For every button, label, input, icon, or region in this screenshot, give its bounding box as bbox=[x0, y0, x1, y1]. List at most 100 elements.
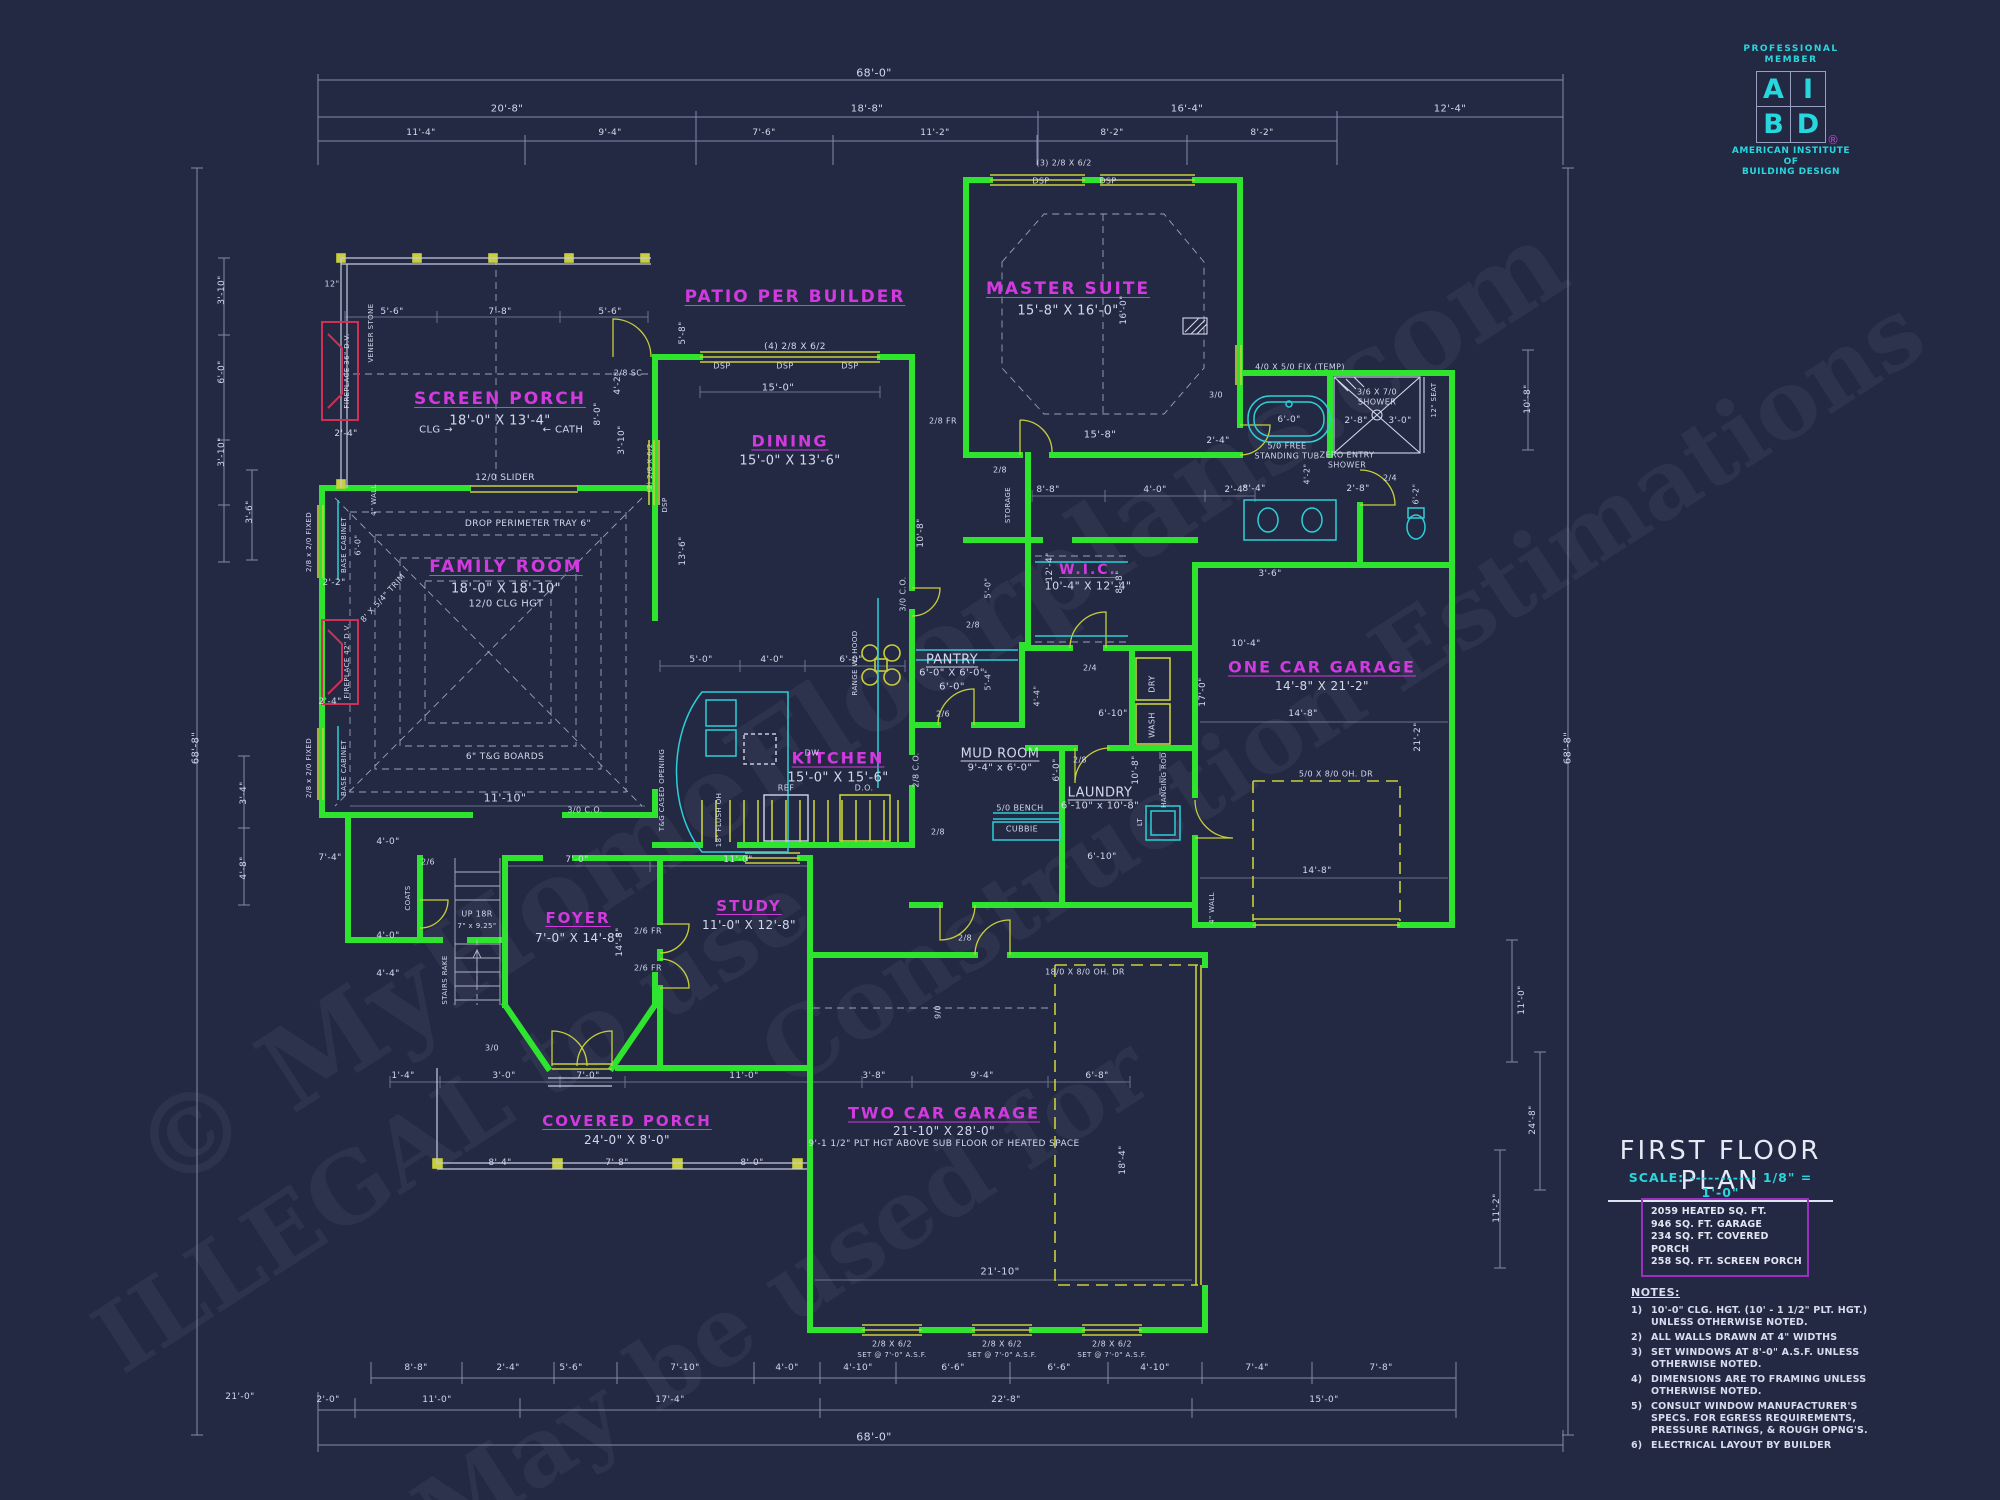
plan-label: 1'-4" bbox=[391, 1071, 415, 1081]
plan-label: 3'-0" bbox=[1388, 416, 1412, 426]
aibd-monogram: A I B D bbox=[1756, 71, 1826, 143]
registered-trademark-icon: ® bbox=[1827, 133, 1839, 147]
plan-label: 6" T&G BOARDS bbox=[465, 752, 545, 762]
plan-label: 8'-2" bbox=[1100, 128, 1124, 138]
plan-label: 3'-10" bbox=[217, 437, 227, 467]
plan-label: 6'-0" bbox=[839, 655, 863, 665]
plan-label: 15'-8" X 16'-0" bbox=[1017, 303, 1119, 319]
plan-label: 2'-0" bbox=[316, 1395, 340, 1405]
plan-label: 3'-8" bbox=[862, 1071, 886, 1081]
plan-label: 22'-8" bbox=[991, 1395, 1021, 1405]
plan-label: 4" WALL bbox=[370, 484, 378, 516]
area-line: 234 SQ. FT. COVERED PORCH bbox=[1651, 1231, 1769, 1255]
plan-label: 2/6 bbox=[935, 709, 951, 719]
plan-label: 21'-10" bbox=[980, 1266, 1020, 1278]
plan-label: 21'-0" bbox=[225, 1392, 255, 1402]
plan-label: 6'-10" x 10'-8" bbox=[1060, 800, 1140, 812]
plan-label: (3) 2/8 X 6/2 bbox=[1036, 158, 1092, 168]
plan-label: DSP bbox=[1032, 176, 1050, 186]
plan-label: 11'-0" X 12'-8" bbox=[702, 918, 796, 932]
plan-label: 8'-8" bbox=[1115, 570, 1125, 594]
stairs bbox=[454, 858, 501, 1005]
plan-label: CLG → bbox=[419, 424, 453, 436]
plan-label: 2/8 x 2/0 FIXED bbox=[305, 737, 313, 799]
plan-label: STANDING TUB bbox=[1254, 451, 1320, 461]
plan-label: 3'-10" bbox=[217, 275, 227, 305]
plan-label: 6'-0" bbox=[1052, 758, 1062, 782]
plan-label: (4) 2/8 X 6/2 bbox=[764, 342, 826, 352]
plan-label: 3/0 C.O. bbox=[898, 576, 908, 612]
plan-label: SET @ 7'-0" A.S.F. bbox=[857, 1351, 927, 1359]
room-label-one-car-garage: ONE CAR GARAGE bbox=[1228, 657, 1416, 677]
plan-label: 5'-6" bbox=[598, 307, 622, 317]
plan-label: ← CATH bbox=[542, 424, 584, 436]
note-item: 1)10'-0" CLG. HGT. (10' - 1 1/2" PLT. HG… bbox=[1631, 1305, 1868, 1328]
plan-label: 4'-4" bbox=[376, 969, 400, 979]
plan-label: LT bbox=[1136, 817, 1144, 827]
plan-label: 2'-4" bbox=[1206, 436, 1230, 446]
plan-label: 2'-4" bbox=[318, 697, 342, 707]
plan-label: 2/8 C.O. bbox=[911, 752, 921, 788]
plan-label: STAIRS RAKE bbox=[441, 955, 449, 1005]
plan-label: 3'-4" bbox=[239, 781, 249, 805]
plan-label: 2/8 FR bbox=[929, 416, 957, 426]
plan-label: 2'-4" bbox=[334, 429, 358, 439]
plan-label: 2/8 bbox=[1072, 755, 1088, 765]
plan-label: DROP PERIMETER TRAY 6" bbox=[464, 519, 592, 529]
plan-label: 11'-0" bbox=[422, 1395, 452, 1405]
exterior-interior-walls bbox=[319, 177, 1455, 1333]
room-label-kitchen: KITCHEN bbox=[791, 748, 885, 768]
plan-label: SHOWER bbox=[1357, 397, 1397, 407]
logo-member-text: PROFESSIONAL MEMBER bbox=[1743, 44, 1839, 65]
plan-label: 18" FLUSH OH bbox=[715, 792, 723, 848]
plan-label: 10'-8" bbox=[916, 518, 926, 548]
plan-label: DSP bbox=[713, 361, 731, 371]
plan-label: 6'-10" bbox=[1098, 709, 1128, 719]
plan-label: 14'-8" X 21'-2" bbox=[1275, 679, 1369, 693]
plan-label: 3'-0" bbox=[492, 1071, 516, 1081]
plan-label: 12" bbox=[324, 279, 340, 289]
plan-label: 2/4 bbox=[1082, 663, 1098, 673]
plan-label: 2/8 bbox=[957, 933, 973, 943]
plan-label: 12" SEAT bbox=[1430, 382, 1438, 418]
plan-label: 2'-2" bbox=[322, 578, 346, 588]
plan-label: 20'-8" bbox=[490, 103, 524, 115]
plan-label: 10'-4" bbox=[1231, 639, 1261, 649]
plan-label: 4'-8" bbox=[239, 856, 249, 880]
plan-label: 3'-10" bbox=[617, 425, 627, 455]
plan-label: 9/0 bbox=[933, 1004, 943, 1020]
plan-label: 18'-0" X 18'-10" bbox=[451, 581, 561, 597]
sheet-title: FIRST FLOOR PLAN bbox=[1608, 1136, 1833, 1202]
scale-note: SCALE: ----------- 1/8" = 1'-0" bbox=[1628, 1170, 1813, 1200]
plan-label: 16'-0" bbox=[1119, 295, 1129, 325]
logo-letter-b: B bbox=[1757, 107, 1791, 142]
plan-label: 8'-8" bbox=[404, 1363, 428, 1373]
note-item: 5)CONSULT WINDOW MANUFACTURER'S SPECS. F… bbox=[1631, 1401, 1868, 1436]
plan-label: 24'-0" X 8'-0" bbox=[584, 1133, 670, 1147]
plan-label: 4'-10" bbox=[1140, 1363, 1170, 1373]
note-item: 3)SET WINDOWS AT 8'-0" A.S.F. UNLESS OTH… bbox=[1631, 1347, 1860, 1370]
plan-label: FIREPLACE 42" D.V. bbox=[343, 623, 351, 699]
plan-label: 14'-8" bbox=[615, 927, 625, 957]
plan-label: 2'-4" bbox=[496, 1363, 520, 1373]
plan-label: CUBBIE bbox=[1005, 824, 1039, 834]
plan-label: 12'-4" bbox=[1433, 103, 1467, 115]
plan-label: 2'-8" bbox=[1346, 484, 1370, 494]
plan-label: 8'-4" bbox=[488, 1158, 512, 1168]
plan-label: 2/8 X 6/2 bbox=[982, 1339, 1022, 1349]
room-label-laundry: LAUNDRY bbox=[1067, 785, 1133, 801]
plan-label: 15'-0" X 13'-6" bbox=[739, 453, 841, 469]
note-item: 6)ELECTRICAL LAYOUT BY BUILDER bbox=[1631, 1440, 1832, 1451]
plan-label: 2/8 x 2/0 FIXED bbox=[305, 511, 313, 573]
plan-label: 3'-6" bbox=[1258, 569, 1282, 579]
plan-label: (2) 2/8 X 6/2 bbox=[646, 443, 654, 493]
plan-label: DSP bbox=[841, 361, 859, 371]
plan-label: T&G CASED OPENING bbox=[658, 748, 666, 832]
plan-label: 11'-10" bbox=[483, 791, 527, 805]
plan-label: 2/8 bbox=[930, 827, 946, 837]
plan-label: 6'-6" bbox=[941, 1363, 965, 1373]
room-label-family-room: FAMILY ROOM bbox=[429, 557, 583, 577]
area-line: 946 SQ. FT. GARAGE bbox=[1651, 1218, 1763, 1230]
